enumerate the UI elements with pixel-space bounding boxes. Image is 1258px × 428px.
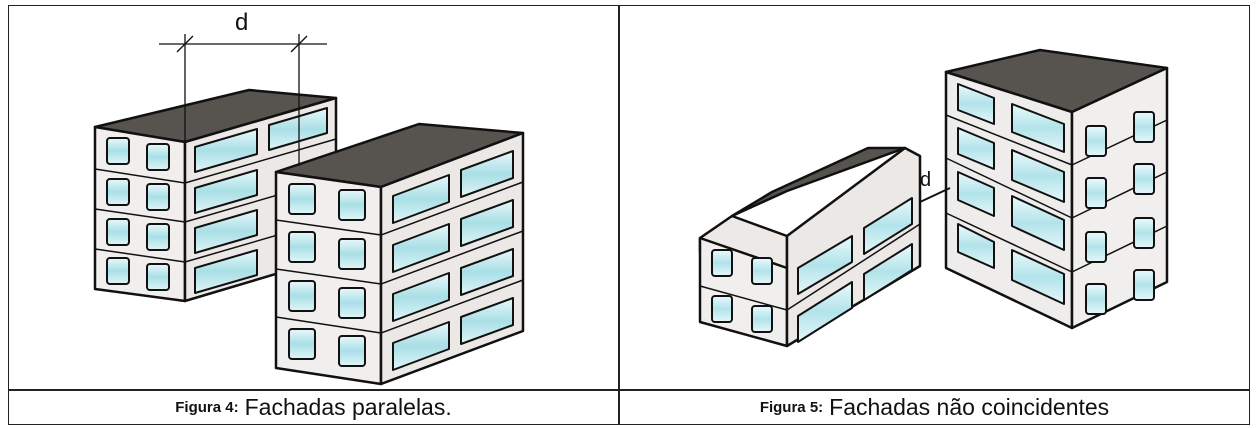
figure-table: d (8, 5, 1250, 425)
figure-4-drawing: d (93, 9, 525, 386)
front-building (274, 122, 525, 386)
figure-5-label: Figura 5: (759, 399, 824, 416)
figure-4-label: Figura 4: (175, 399, 239, 416)
low-building-side-face (785, 146, 922, 348)
low-building-roof (730, 146, 907, 218)
column-divider (618, 6, 620, 424)
back-building (93, 88, 338, 303)
dimension-line (919, 187, 951, 203)
caption-divider (9, 389, 1249, 391)
dimension-label: d (235, 9, 248, 36)
low-building (698, 146, 922, 348)
tall-building (944, 48, 1169, 330)
figure-4-cell: d (9, 6, 618, 389)
dimension-label: d (920, 169, 931, 191)
figure-4-caption: Figura 4: Fachadas paralelas. (9, 391, 618, 424)
figure-4-caption-text: Fachadas paralelas. (244, 394, 452, 420)
dimension-d (159, 34, 327, 166)
figure-5-caption: Figura 5: Fachadas não coincidentes (620, 391, 1249, 424)
figure-5-drawing: d (698, 48, 1169, 348)
figure-5-caption-text: Fachadas não coincidentes (829, 394, 1110, 420)
figure-5-cell: d (620, 6, 1249, 389)
